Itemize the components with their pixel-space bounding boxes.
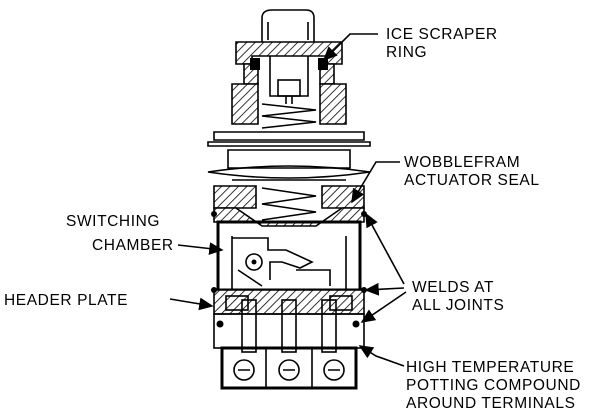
flange-rings — [207, 131, 371, 181]
header-plate — [213, 289, 365, 315]
switching-chamber — [216, 220, 362, 292]
label-high-temperature-potting: HIGH TEMPERATURE POTTING COMPOUND AROUND… — [406, 359, 581, 412]
label-header-plate: HEADER PLATE — [4, 292, 128, 309]
svg-text:POTTING COMPOUND: POTTING COMPOUND — [406, 377, 581, 394]
svg-text:RING: RING — [386, 44, 427, 61]
label-welds-at-all-joints: WELDS AT ALL JOINTS — [412, 279, 504, 314]
svg-text:WELDS AT: WELDS AT — [412, 279, 494, 296]
label-wobblefram-actuator-seal: WOBBLEFRAM ACTUATOR SEAL — [404, 154, 540, 189]
svg-text:WOBBLEFRAM: WOBBLEFRAM — [404, 154, 520, 171]
svg-text:ICE SCRAPER: ICE SCRAPER — [386, 26, 498, 43]
svg-text:HEADER PLATE: HEADER PLATE — [4, 292, 128, 309]
ice-scraper-ring — [235, 41, 343, 85]
plunger-button — [261, 9, 315, 42]
lower-spring-housing — [213, 185, 365, 227]
label-ice-scraper-ring: ICE SCRAPER RING — [386, 26, 498, 61]
svg-text:HIGH TEMPERATURE: HIGH TEMPERATURE — [406, 359, 574, 376]
svg-text:ALL JOINTS: ALL JOINTS — [412, 297, 504, 314]
switch-body — [207, 9, 371, 390]
weld-dots — [211, 211, 367, 328]
svg-text:AROUND TERMINALS: AROUND TERMINALS — [406, 395, 576, 412]
label-switching-chamber: SWITCHING CHAMBER — [66, 213, 174, 254]
svg-text:SWITCHING: SWITCHING — [66, 213, 160, 230]
terminals — [213, 299, 365, 390]
upper-neck — [231, 56, 347, 129]
svg-text:CHAMBER: CHAMBER — [92, 237, 174, 254]
svg-text:ACTUATOR SEAL: ACTUATOR SEAL — [404, 172, 540, 189]
leader-lines — [169, 33, 407, 367]
